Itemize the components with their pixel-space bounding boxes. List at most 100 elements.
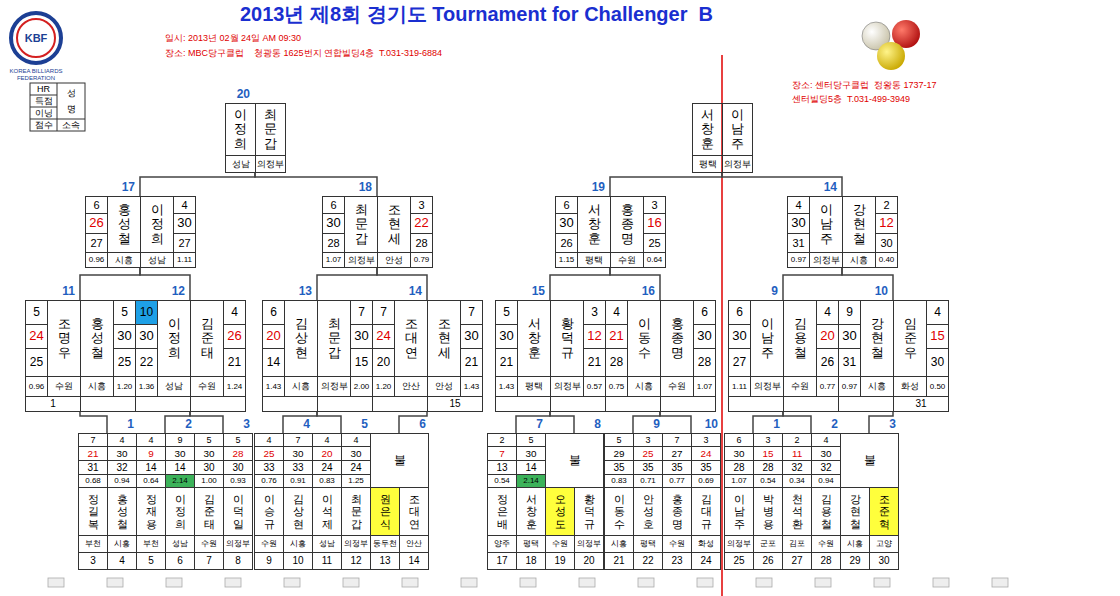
- innings: 14: [267, 356, 280, 370]
- draw-number: 11: [322, 555, 332, 567]
- score: 30: [354, 329, 368, 344]
- region: 부천: [143, 539, 159, 548]
- high-run-cell: 4: [787, 196, 810, 214]
- average-cell: 1.07: [724, 474, 754, 488]
- player-name: 안성호: [643, 493, 654, 529]
- draw-number-cell: 26: [753, 552, 783, 570]
- average: 1.43: [464, 382, 480, 391]
- region-cell: 성남: [157, 376, 191, 397]
- high-run-cell: 6: [693, 300, 716, 325]
- innings-cell: 35: [691, 460, 721, 475]
- high-run-cell: 7: [350, 300, 373, 325]
- score: 30: [464, 329, 478, 344]
- match-box: 5420240.83이석제성남11430241.25최문갑의정부12: [312, 433, 370, 569]
- match-box: 3불강현철시흥29조준혁고양30: [840, 433, 898, 569]
- average: 2.14: [523, 476, 539, 485]
- title-holder: 2013년 제8회 경기도 Tournament for Challenger …: [240, 3, 713, 26]
- innings: 31: [87, 462, 98, 474]
- innings-cell: 28: [410, 233, 433, 253]
- match-number: 14: [372, 285, 422, 299]
- region-cell: 부천: [136, 535, 166, 553]
- player-name: 최문갑: [264, 108, 277, 151]
- player-name-cell: 강현철: [860, 300, 894, 377]
- match-box: 1642128이동수0.75시흥63028홍종명1.07수원: [605, 300, 715, 411]
- average-cell: 0.94: [107, 474, 137, 488]
- innings-cell: 30: [875, 233, 898, 253]
- score-cell: 30: [350, 324, 373, 349]
- high-run-cell: 9: [838, 300, 861, 325]
- match-number: 5: [361, 418, 368, 432]
- score-cell: 12: [875, 213, 898, 234]
- high-run: 5: [616, 435, 621, 445]
- score: 30: [117, 448, 128, 459]
- region-cell: 성남: [312, 535, 342, 553]
- average: 0.57: [587, 382, 603, 391]
- average: 1.07: [731, 476, 747, 485]
- average-cell: 0.77: [816, 376, 839, 397]
- player-column: 528300.93이덕일의정부8: [223, 433, 252, 569]
- average: 1.43: [266, 382, 282, 391]
- match-number-holder: 1: [127, 418, 134, 432]
- player-name-cell: 정길복: [78, 487, 108, 536]
- innings: 21: [588, 356, 601, 370]
- innings-cell: 35: [633, 460, 663, 475]
- seed-number-cell: [190, 396, 246, 412]
- match-number-holder: 3: [889, 418, 896, 432]
- innings: 33: [292, 462, 303, 474]
- match-number-holder: 18: [322, 181, 372, 195]
- match-number-holder: 10: [838, 285, 888, 299]
- match-number: 1: [773, 418, 780, 432]
- high-run-cell: 2: [782, 433, 812, 447]
- key-cell-holder: 소속: [57, 119, 85, 131]
- high-run: 4: [148, 435, 153, 445]
- high-run: 2: [883, 199, 889, 212]
- average: 0.75: [609, 382, 625, 391]
- high-run-cell: 4: [926, 300, 949, 325]
- draw-number-cell: 22: [633, 552, 663, 570]
- blank-slot: [48, 578, 64, 587]
- region-cell: 시흥: [860, 376, 894, 397]
- region-cell: 화성: [691, 535, 721, 553]
- seed-number-cell: [135, 396, 191, 412]
- score: 30: [117, 329, 131, 344]
- player-name-cell: 서창훈: [516, 487, 546, 536]
- draw-number-cell: 25: [724, 552, 754, 570]
- player-column: 62627홍성철0.96시흥: [85, 196, 140, 267]
- match-number: 16: [605, 285, 655, 299]
- average: 1.43: [499, 382, 515, 391]
- match-number: 17: [85, 181, 135, 195]
- high-run-cell: 7: [372, 300, 395, 325]
- region: 수원: [669, 539, 685, 548]
- innings-cell: 14: [516, 460, 546, 475]
- region: 평택: [640, 539, 656, 548]
- high-run-cell: 4: [223, 300, 246, 325]
- score-cell: 20: [262, 324, 285, 349]
- region: 수원: [791, 381, 809, 391]
- bracket-line: [783, 411, 811, 433]
- match-number: 2: [831, 418, 838, 432]
- innings: 21: [228, 356, 241, 370]
- score: 25: [264, 448, 275, 459]
- match-box: 1362014김상현1.43시흥73015최문갑2.00의정부: [262, 300, 372, 411]
- high-run: 4: [266, 435, 271, 445]
- player-name: 강현철: [871, 317, 884, 360]
- bracket-line: [80, 411, 107, 433]
- match-number-holder: 10: [705, 418, 718, 432]
- player-column: 42026김용철0.77수원: [783, 300, 838, 411]
- player-column: 31221황덕규0.57의정부: [550, 300, 605, 411]
- venue-note-holder: 장소: MBC당구클럽 청광동 1625번지 연합빌딩4층 T.031-319-…: [165, 48, 442, 58]
- region: 평택: [585, 255, 603, 265]
- player-column: 53021서창훈1.43평택: [495, 300, 550, 411]
- draw-number: 18: [525, 555, 536, 567]
- region-cell: 성남: [225, 155, 256, 173]
- region: 화성: [698, 539, 714, 548]
- key-cell-holder: 득점: [30, 95, 57, 107]
- score: 25: [643, 448, 654, 459]
- player-name-cell: 이정희: [165, 487, 195, 536]
- player-name-cell: 임준우: [893, 300, 927, 377]
- high-run-cell: 4: [811, 433, 841, 447]
- score: 30: [526, 448, 537, 459]
- player-name: 이동수: [614, 493, 625, 529]
- average-cell: 2.14: [516, 474, 546, 488]
- region-cell: 수원: [254, 535, 284, 553]
